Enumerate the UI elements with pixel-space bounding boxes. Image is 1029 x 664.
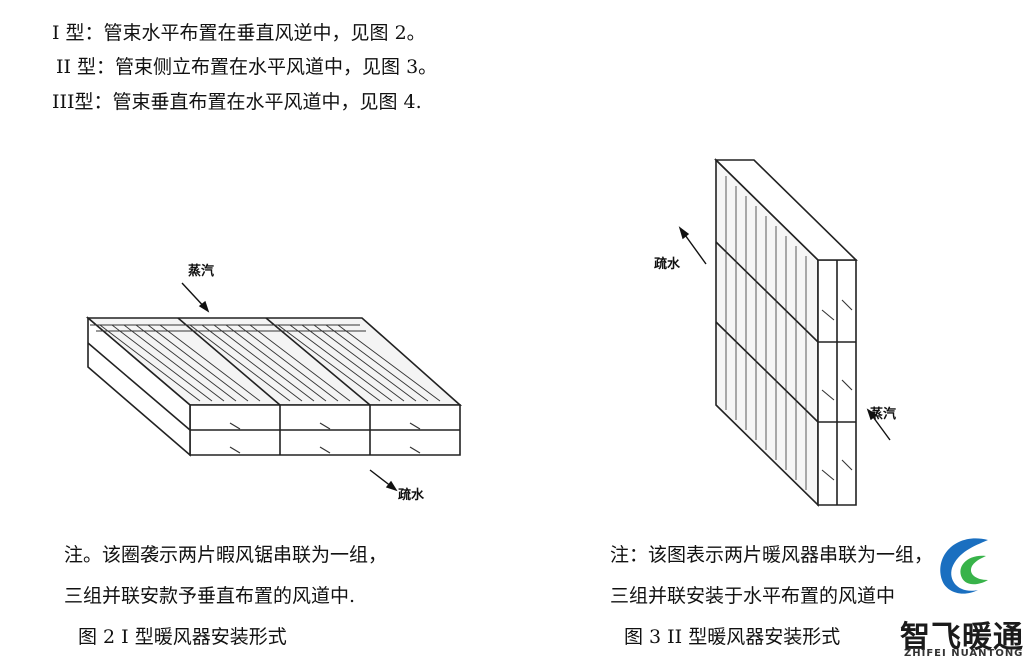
fig3-water-label: 疏水 xyxy=(654,256,681,272)
fig2-water-label: 疏水 xyxy=(398,487,425,503)
fig3-note-line-1: 注：该图表示两片暖风器串联为一组， xyxy=(610,544,934,566)
fig2-caption: 图 2 I 型暖风器安装形式 xyxy=(78,626,287,648)
figure-2-diagram: 蒸汽 疏水 xyxy=(85,263,463,503)
intro-line-3: III型：管束垂直布置在水平风道中，见图 4. xyxy=(52,91,422,113)
zhifei-logo-icon xyxy=(940,538,988,594)
fig3-steam-label: 蒸汽 xyxy=(870,406,896,422)
intro-line-1: I 型：管束水平布置在垂直风逆中，见图 2。 xyxy=(52,22,426,44)
watermark-pinyin: ZHIFEI NUANTONG xyxy=(904,648,1024,659)
figure-3-diagram: 疏水 蒸汽 xyxy=(654,158,896,507)
fig3-caption: 图 3 II 型暖风器安装形式 xyxy=(624,626,841,648)
fig2-steam-label: 蒸汽 xyxy=(188,263,214,279)
intro-line-2: II 型：管束侧立布置在水平风道中，见图 3。 xyxy=(56,56,438,78)
fig2-note-line-2: 三组并联安款予垂直布置的风道中. xyxy=(64,585,356,607)
fig2-note-line-1: 注。该圈袭示两片暇风锯串联为一组， xyxy=(64,544,388,566)
fig3-note-line-2: 三组并联安装于水平布置的风道中 xyxy=(610,585,896,607)
watermark-name: 智飞暖通 xyxy=(900,620,1024,655)
